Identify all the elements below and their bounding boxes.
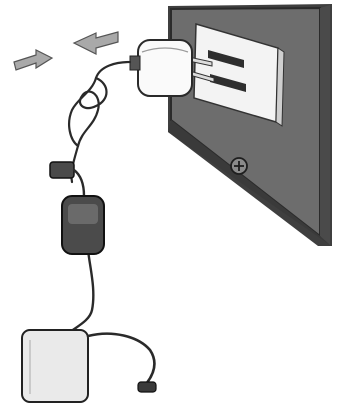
screw-icon — [231, 158, 247, 174]
battery-pack — [22, 330, 88, 402]
arrow-left-icon — [74, 32, 118, 54]
control-module — [62, 196, 104, 254]
power-adapter — [130, 40, 192, 96]
cable-connector — [50, 162, 74, 178]
charging-lead — [88, 334, 154, 384]
arrow-right-icon — [14, 50, 52, 70]
usb-cable — [69, 62, 130, 182]
cable-tip — [138, 382, 156, 392]
